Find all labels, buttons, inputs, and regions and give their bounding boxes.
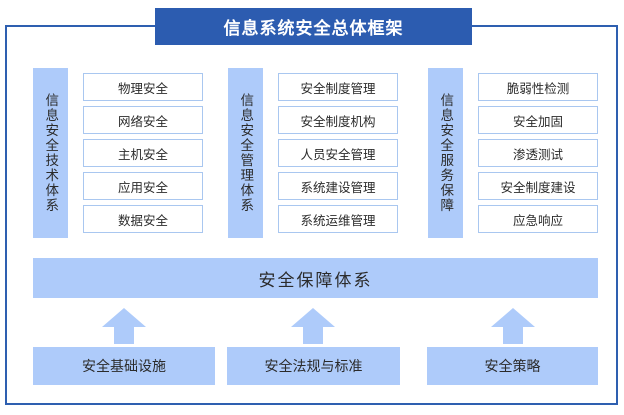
arrow-up-icon [101, 308, 147, 344]
pillar-label-technical: 信息安全技术体系 [33, 68, 68, 238]
foundation-box-policy[interactable]: 安全策略 [427, 347, 598, 385]
pillar-label-text: 信息安全技术体系 [43, 93, 59, 213]
pillar-label-service: 信息安全服务保障 [428, 68, 463, 238]
item-box[interactable]: 安全制度机构 [278, 106, 398, 134]
arrow-up-icon [290, 308, 336, 344]
pillar-management-system: 信息安全管理体系 安全制度管理 安全制度机构 人员安全管理 系统建设管理 系统运… [228, 68, 398, 238]
pillar-label-text: 信息安全管理体系 [238, 93, 254, 213]
item-box[interactable]: 安全制度建设 [478, 172, 598, 200]
pillar-items-technical: 物理安全 网络安全 主机安全 应用安全 数据安全 [83, 73, 203, 233]
item-box[interactable]: 物理安全 [83, 73, 203, 101]
item-box[interactable]: 系统运维管理 [278, 205, 398, 233]
foundation-box-infrastructure[interactable]: 安全基础设施 [33, 347, 215, 385]
pillar-label-text: 信息安全服务保障 [438, 93, 454, 213]
item-box[interactable]: 人员安全管理 [278, 139, 398, 167]
item-box[interactable]: 系统建设管理 [278, 172, 398, 200]
pillar-service-guarantee: 信息安全服务保障 脆弱性检测 安全加固 渗透测试 安全制度建设 应急响应 [428, 68, 598, 238]
item-box[interactable]: 数据安全 [83, 205, 203, 233]
diagram-title-banner: 信息系统安全总体框架 [155, 8, 472, 45]
pillar-items-management: 安全制度管理 安全制度机构 人员安全管理 系统建设管理 系统运维管理 [278, 73, 398, 233]
pillar-label-management: 信息安全管理体系 [228, 68, 263, 238]
foundation-box-regulations[interactable]: 安全法规与标准 [227, 347, 400, 385]
item-box[interactable]: 渗透测试 [478, 139, 598, 167]
band-label: 安全保障体系 [258, 270, 373, 290]
page-title: 信息系统安全总体框架 [223, 19, 404, 38]
security-guarantee-band: 安全保障体系 [33, 258, 598, 298]
pillar-technical-system: 信息安全技术体系 物理安全 网络安全 主机安全 应用安全 数据安全 [33, 68, 203, 238]
arrow-up-icon [490, 308, 536, 344]
item-box[interactable]: 主机安全 [83, 139, 203, 167]
item-box[interactable]: 应急响应 [478, 205, 598, 233]
pillar-items-service: 脆弱性检测 安全加固 渗透测试 安全制度建设 应急响应 [478, 73, 598, 233]
item-box[interactable]: 安全制度管理 [278, 73, 398, 101]
item-box[interactable]: 网络安全 [83, 106, 203, 134]
item-box[interactable]: 安全加固 [478, 106, 598, 134]
item-box[interactable]: 应用安全 [83, 172, 203, 200]
item-box[interactable]: 脆弱性检测 [478, 73, 598, 101]
